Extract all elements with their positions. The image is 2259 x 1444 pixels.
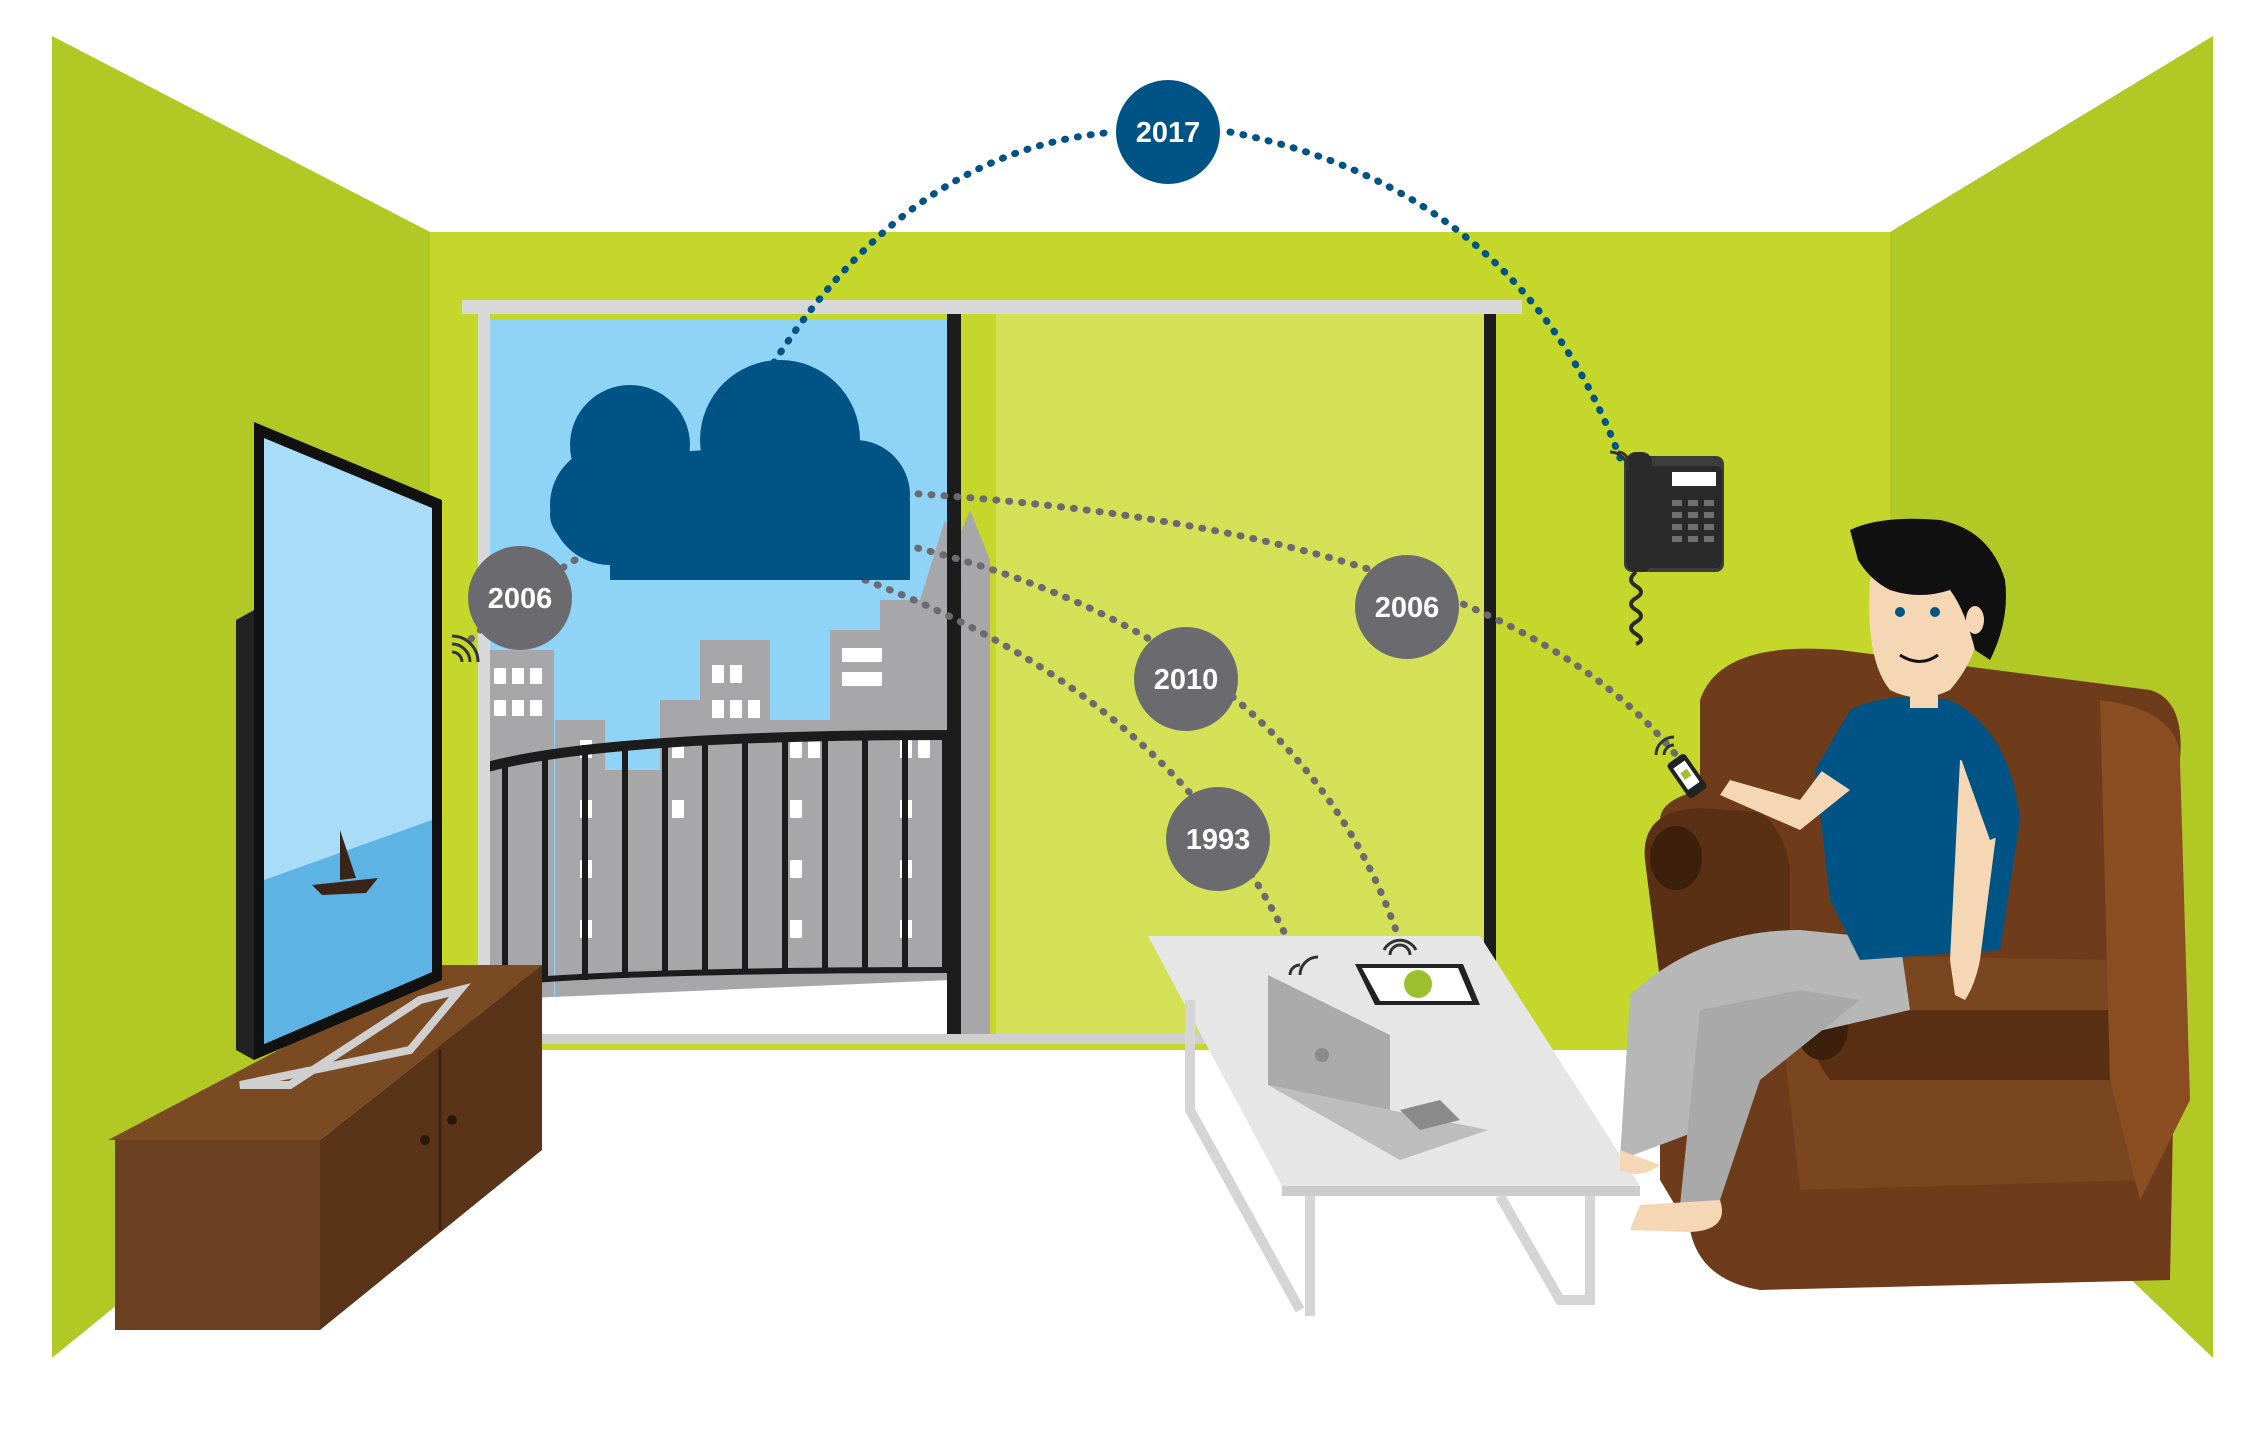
wifi-icon <box>1382 938 1418 956</box>
person <box>1620 518 2020 1232</box>
wifi-icon <box>1288 955 1319 976</box>
smartphone-icon <box>1667 754 1707 798</box>
wifi-icon <box>1654 735 1675 756</box>
badge-laptop-1993: 1993 <box>1166 787 1270 891</box>
badge-tv-2006: 2006 <box>468 546 572 650</box>
link-2017-to-desk-phone <box>1226 128 1624 462</box>
badge-2017-label: 2017 <box>1136 117 1201 149</box>
balcony-railing <box>482 730 953 988</box>
door-panel <box>996 314 1486 1034</box>
balcony-window <box>462 300 1522 1044</box>
badge-tv-2006-label: 2006 <box>488 583 553 615</box>
link-cloud-to-smartphone <box>901 489 1684 764</box>
link-cloud-to-laptop <box>861 576 1299 959</box>
tv-cabinet <box>108 965 542 1330</box>
badge-phone-2006-label: 2006 <box>1375 592 1440 624</box>
link-cloud-to-tablet <box>901 541 1404 946</box>
badge-tablet-2010: 2010 <box>1134 627 1238 731</box>
tv-icon <box>236 422 471 1089</box>
wifi-icon <box>451 634 480 663</box>
wifi-icon <box>1609 450 1630 471</box>
tablet-icon <box>1355 964 1480 1005</box>
badge-tablet-2010-label: 2010 <box>1154 664 1219 696</box>
laptop-icon <box>1268 975 1488 1160</box>
sailboat-icon <box>312 830 378 895</box>
desk-phone-icon <box>1624 452 1724 646</box>
badge-2017: 2017 <box>1116 80 1220 184</box>
cloud-icon <box>550 360 910 580</box>
badge-laptop-1993-label: 1993 <box>1186 824 1251 856</box>
badge-phone-2006: 2006 <box>1355 555 1459 659</box>
